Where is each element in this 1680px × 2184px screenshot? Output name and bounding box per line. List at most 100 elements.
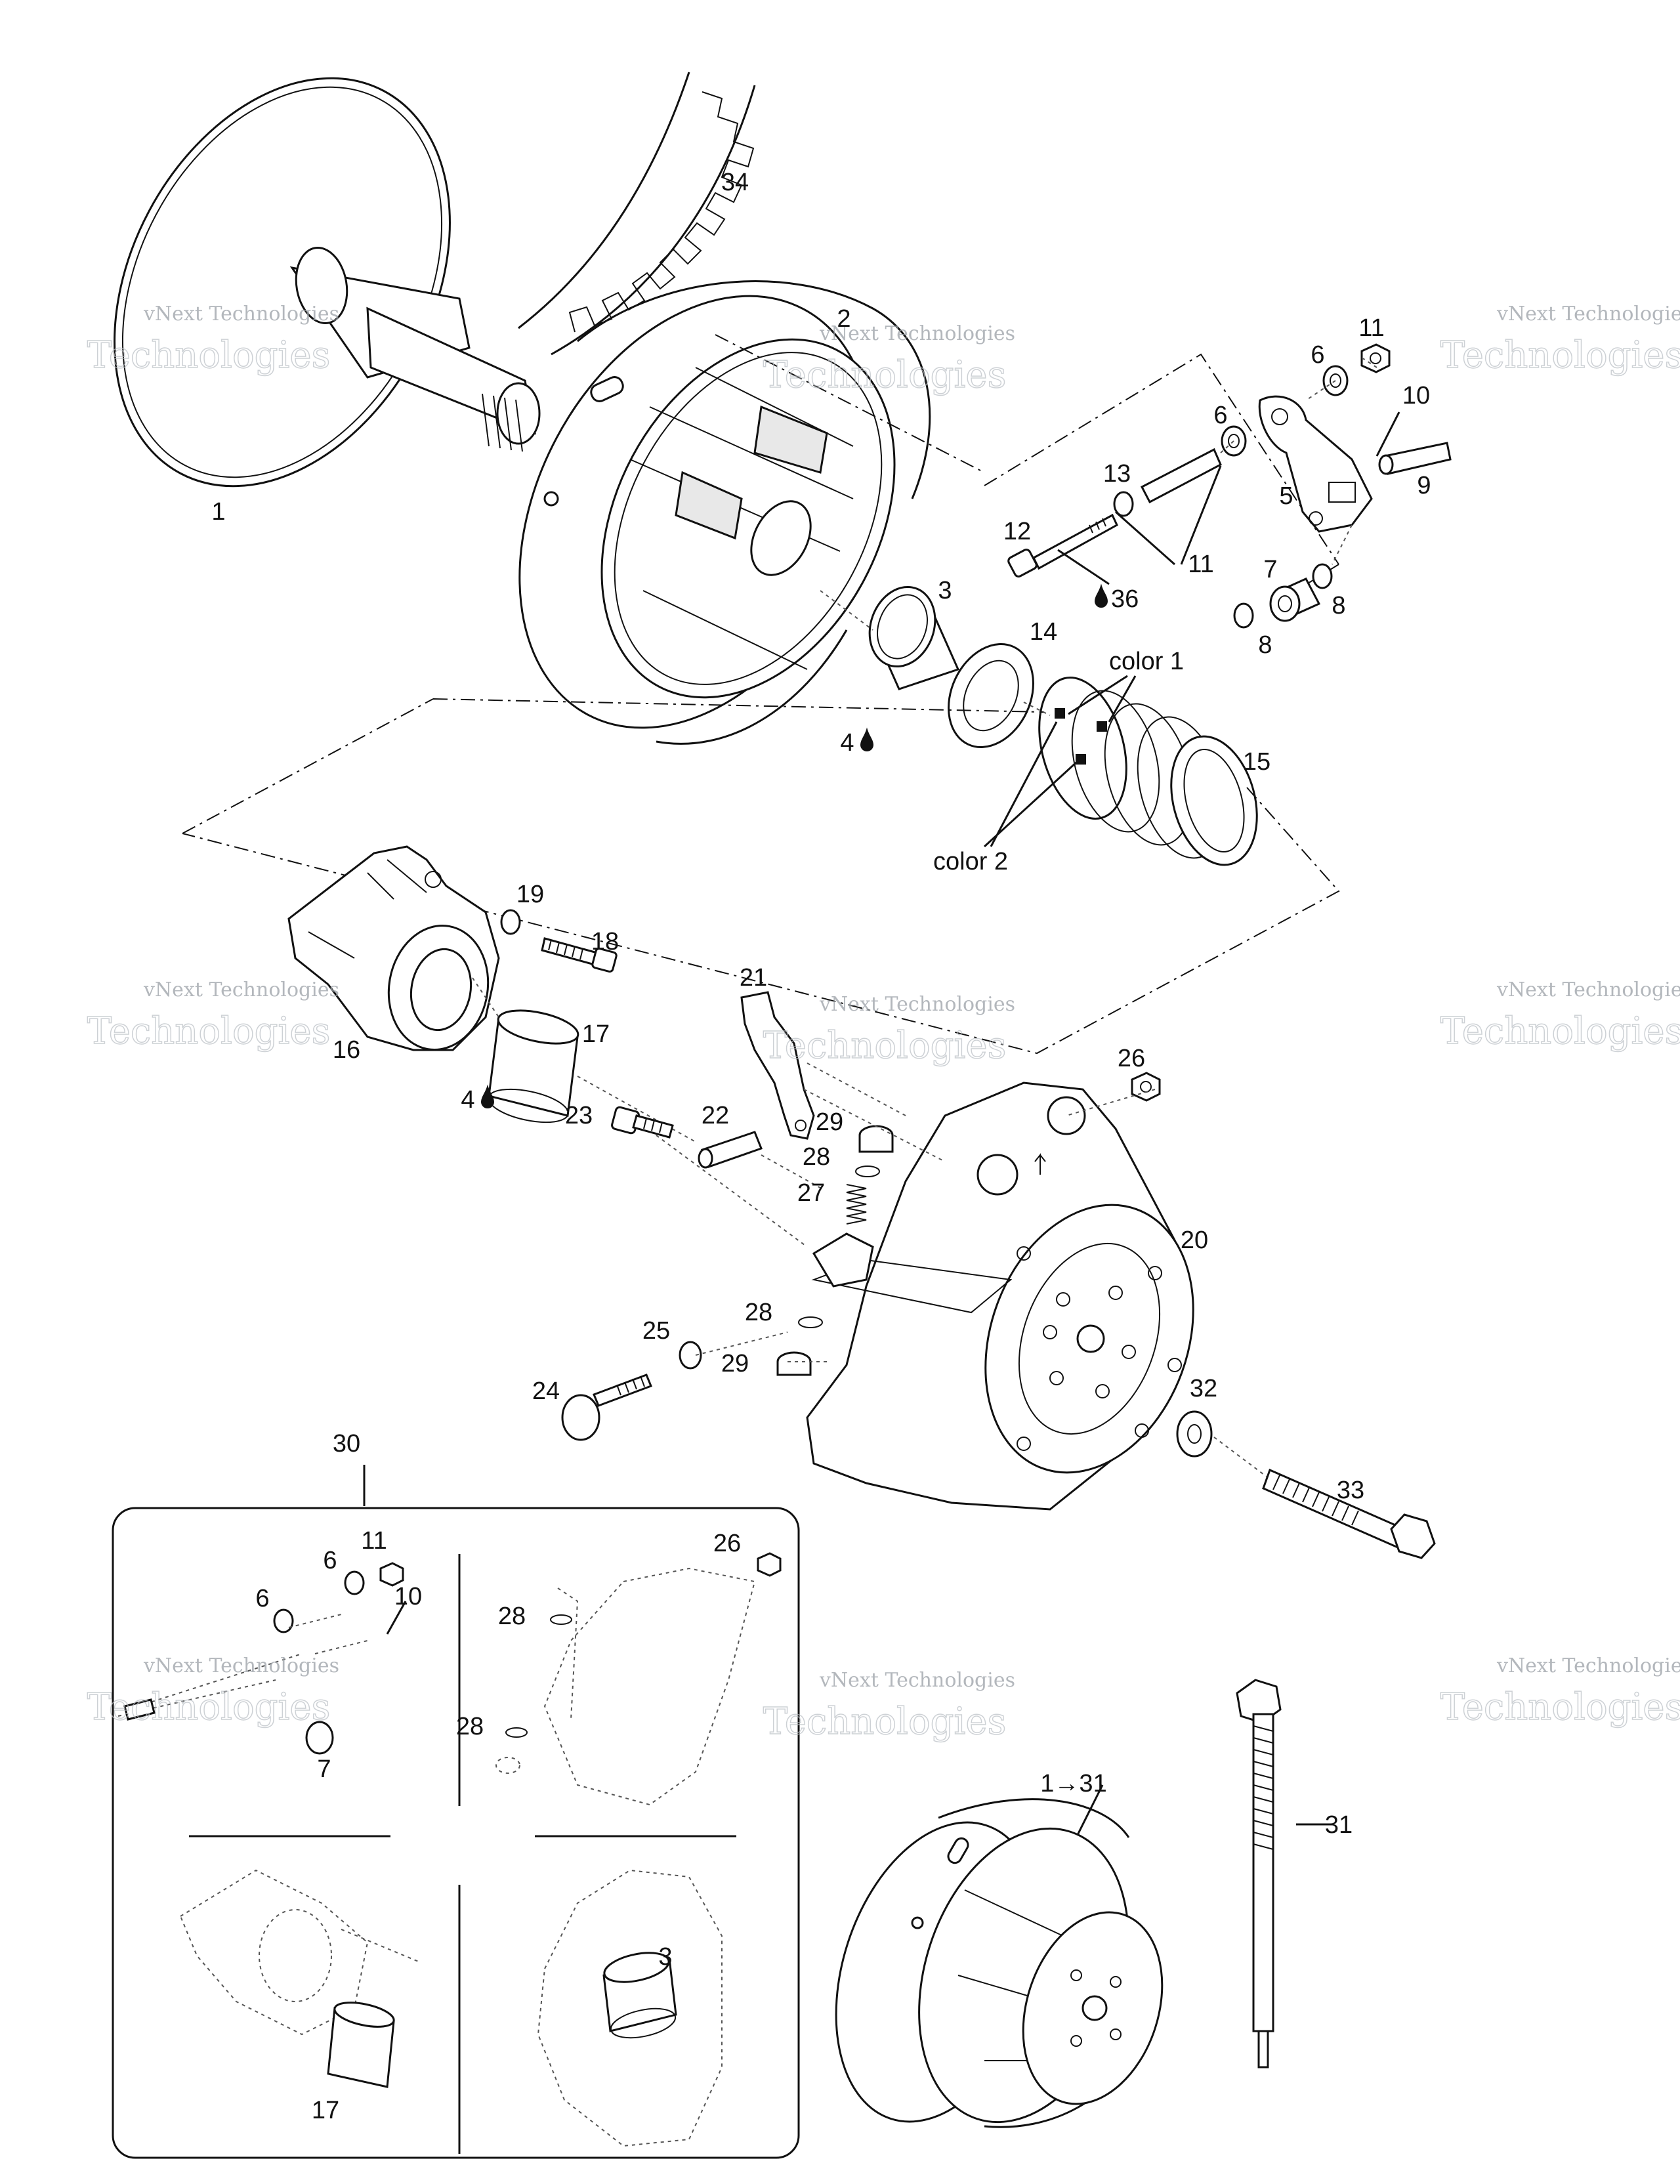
callout-ic3: 3 [658, 1943, 672, 1971]
callout-c30: 30 [333, 1430, 360, 1458]
watermark-text: vNext Technologies [143, 1654, 339, 1677]
callout-c17: 17 [582, 1020, 610, 1048]
callout-c3: 3 [938, 577, 952, 604]
part-17-bushing[interactable] [486, 1005, 581, 1129]
part-26-nut[interactable] [1131, 1072, 1161, 1102]
callout-c21: 21 [740, 964, 767, 992]
alignment-dotted-arm [656, 1062, 1267, 1477]
part-5-lever-arm[interactable] [1258, 395, 1373, 533]
watermark-text: vNext Technologies [819, 322, 1015, 345]
callout-c7: 7 [1263, 556, 1277, 583]
part-9-sleeve[interactable] [1378, 442, 1452, 475]
part-11-nut-top[interactable] [1360, 343, 1391, 373]
inset-cam-detail[interactable] [179, 1869, 421, 2088]
part-27-spring[interactable] [846, 1184, 867, 1225]
callout-c19: 19 [516, 881, 544, 908]
part-20-arm-spider[interactable] [806, 1082, 1229, 1511]
part-28-oring-bottom[interactable] [798, 1316, 823, 1328]
callout-c131: 1→31 [1040, 1770, 1106, 1797]
callout-ic10: 10 [394, 1583, 422, 1610]
part-1-fixed-sheave[interactable] [47, 20, 541, 545]
callout-c28b: 28 [745, 1299, 772, 1326]
part-29-bushing-bottom[interactable] [776, 1351, 812, 1376]
inset-lever-detail[interactable] [117, 1562, 407, 1755]
part-11-pin-mid[interactable] [1140, 448, 1222, 504]
callout-c9: 9 [1417, 472, 1431, 499]
part-23-screw[interactable] [611, 1106, 674, 1139]
part-7-bushing[interactable] [1269, 578, 1321, 622]
note-color2: color 2 [933, 848, 1008, 875]
watermark-outline-text: Technologies [87, 334, 331, 377]
part-31-bolt[interactable] [1236, 1679, 1332, 2068]
watermark-outline-text: Technologies [1440, 334, 1680, 377]
watermark-text: vNext Technologies [143, 978, 339, 1001]
watermark-text: vNext Technologies [143, 303, 339, 326]
note-lube36: 36 [1111, 585, 1139, 613]
watermark-text: vNext Technologies [1496, 1654, 1680, 1677]
part-2-movable-sheave[interactable] [449, 235, 985, 788]
callout-c20: 20 [1181, 1227, 1208, 1254]
callout-c34: 34 [721, 169, 749, 196]
callout-c8b: 8 [1258, 631, 1272, 659]
part-29-bushing-top[interactable] [858, 1125, 894, 1153]
alignment-dotted-sheave [820, 590, 1051, 716]
part-16-cam-housing[interactable] [287, 845, 500, 1058]
callout-c6b: 6 [1213, 402, 1227, 429]
leader-11-mid [1115, 465, 1222, 566]
callout-c16: 16 [333, 1036, 360, 1064]
part-10-pin[interactable] [1376, 411, 1400, 457]
inset-30-panel [112, 1465, 800, 2159]
callout-c18: 18 [591, 928, 619, 956]
part-8-washer-right[interactable] [1312, 563, 1333, 589]
assembly-boundary-middle [182, 698, 1340, 1055]
callout-ic26: 26 [713, 1530, 741, 1557]
callout-layer: 1234566788910111112131415161741819202122… [211, 169, 1431, 2124]
watermark-outline-text: Technologies [87, 1010, 331, 1053]
callout-c26a: 26 [1118, 1045, 1145, 1072]
part-12-screw[interactable] [1007, 513, 1118, 578]
part-15-spring[interactable] [1025, 668, 1270, 875]
part-13-washer[interactable] [1113, 491, 1134, 517]
callout-c23: 23 [565, 1102, 593, 1129]
part-25-washer[interactable] [679, 1341, 702, 1370]
callout-ic28b: 28 [456, 1713, 484, 1740]
part-22-pin[interactable] [698, 1131, 763, 1169]
callout-c32: 32 [1190, 1375, 1217, 1402]
part-21-lever[interactable] [740, 991, 815, 1140]
callout-c29b: 29 [721, 1350, 749, 1377]
callout-c11a: 11 [1358, 314, 1384, 342]
callout-ic28a: 28 [498, 1603, 526, 1630]
callout-c13: 13 [1103, 460, 1131, 488]
assembled-clutch-1-31[interactable] [800, 1796, 1185, 2149]
callout-ic11: 11 [361, 1527, 387, 1555]
inset-arm-detail[interactable] [495, 1552, 782, 1806]
part-18-screw[interactable] [541, 937, 618, 973]
callout-c10: 10 [1402, 382, 1430, 410]
part-14-washer[interactable] [933, 630, 1049, 761]
callout-c4a: 4 [840, 729, 854, 757]
callout-c2: 2 [837, 305, 850, 333]
part-19-washer[interactable] [500, 909, 521, 935]
part-34-drive-belt[interactable] [518, 72, 756, 356]
part-8-washer-left[interactable] [1233, 602, 1254, 629]
inset-sheave-detail[interactable] [537, 1869, 723, 2147]
watermark-outline-text: Technologies [763, 1024, 1007, 1067]
callout-c6a: 6 [1311, 341, 1324, 369]
callout-c22: 22 [702, 1102, 729, 1129]
alignment-dotted-lever [1220, 357, 1377, 565]
part-28-oring-top[interactable] [855, 1166, 880, 1177]
part-3-bushing[interactable] [859, 578, 960, 690]
watermark-outline-text: Technologies [87, 1686, 331, 1729]
callout-c4b: 4 [461, 1086, 474, 1114]
part-33-bolt[interactable] [1262, 1468, 1436, 1559]
callout-c27: 27 [797, 1179, 825, 1207]
callout-c28a: 28 [803, 1143, 830, 1171]
part-32-washer[interactable] [1176, 1410, 1213, 1458]
leader-1-31 [1075, 1784, 1104, 1838]
part-24-bolt[interactable] [561, 1374, 652, 1441]
callout-c29a: 29 [816, 1108, 843, 1136]
callout-ic17: 17 [312, 2097, 339, 2124]
watermark-outline-text: Technologies [1440, 1686, 1680, 1729]
